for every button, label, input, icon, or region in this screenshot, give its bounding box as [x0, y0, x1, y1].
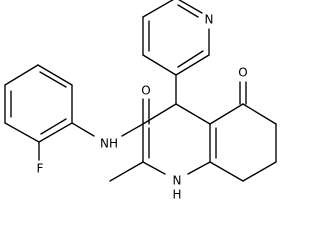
amide-to-ring-bond	[142, 103, 177, 125]
cyclohexenone-bond-5	[209, 161, 244, 182]
aryl-nitrogen-bond	[71, 122, 95, 137]
dhp-bond-c4-c4a	[175, 103, 211, 125]
amide-carbon-nitrogen-bond	[121, 123, 144, 137]
methyl-bond	[109, 161, 144, 182]
cyclohexenone-ring	[209, 103, 277, 182]
fluorophenyl-bond-6	[4, 64, 39, 86]
cyclohexenone-bond-1	[209, 103, 244, 125]
dhp-bond-c8a-n	[187, 161, 211, 175]
pyridine-bond-1	[142, 54, 177, 76]
fluorine-label: F	[37, 162, 44, 176]
ketone-oxygen-label: O	[238, 66, 247, 80]
pyridine-ring	[142, 0, 210, 76]
cyclohexenone-bond-4	[242, 161, 277, 182]
amide-oxygen-label: O	[141, 84, 150, 98]
fluorophenyl-double-2	[40, 118, 67, 135]
ring-nitrogen-label: N	[173, 174, 182, 188]
fluorophenyl-bond-4	[4, 122, 40, 143]
dhp-bond-n-c2	[142, 161, 166, 175]
pyridine-nitrogen-label: N	[205, 13, 214, 27]
diagram-background	[0, 0, 318, 223]
pyridine-double-2	[177, 4, 199, 18]
pyridine-bond-3	[142, 0, 174, 18]
fluorophenyl-bond-3	[38, 122, 73, 143]
pyridine-double-3	[177, 50, 204, 68]
cyclohexenone-bond-2	[242, 103, 277, 125]
fluorophenyl-bond-1	[37, 64, 73, 86]
chemical-structure-diagram: F NH O N H O N	[0, 0, 318, 223]
dihydropyridine-ring	[142, 103, 211, 175]
pyridine-bond-4	[178, 0, 203, 14]
amide-nitrogen-label: NH	[100, 137, 118, 151]
ring-hydrogen-label: H	[172, 188, 181, 202]
pyridine-bond-6	[175, 54, 210, 76]
fluorophenyl-ring	[4, 64, 73, 143]
fluorophenyl-double-1	[39, 71, 67, 88]
